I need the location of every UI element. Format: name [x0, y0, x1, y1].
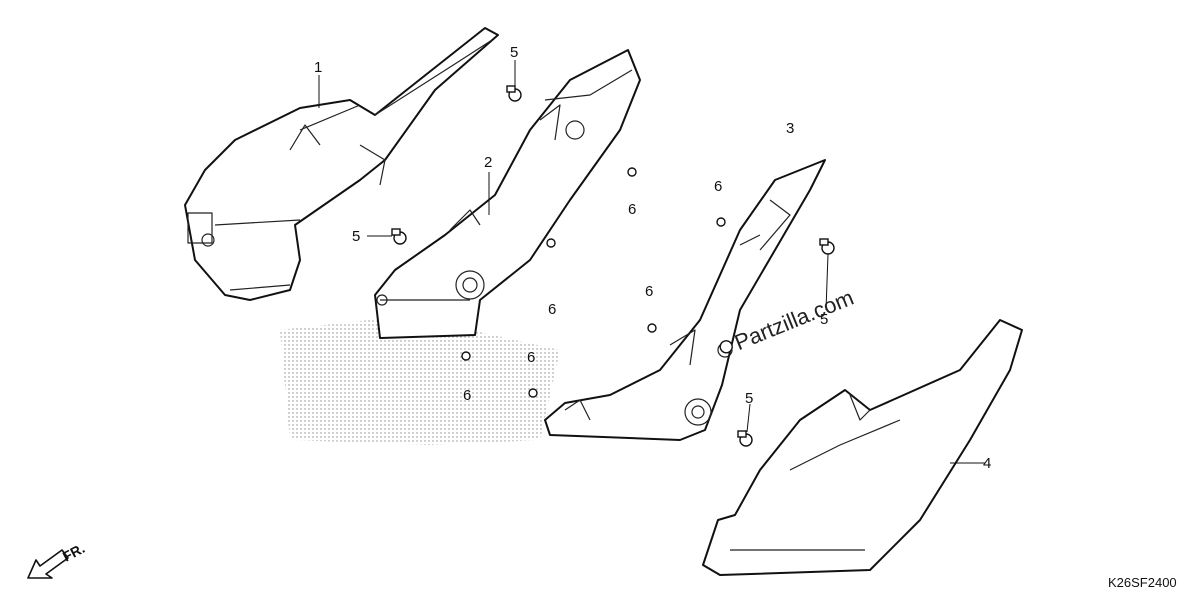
fastener-5-c — [819, 238, 835, 255]
fastener-5-d — [737, 430, 753, 447]
fastener-6-e — [461, 351, 471, 361]
part-2-inner-cover[interactable] — [374, 49, 641, 339]
part-1-side-cover[interactable] — [184, 27, 499, 301]
part-4-outer-cover[interactable] — [702, 319, 1023, 576]
callout-1: 1 — [314, 59, 322, 76]
callout-6c: 6 — [548, 301, 556, 318]
front-direction-indicator: FR. — [27, 540, 87, 579]
callout-5c: 5 — [820, 311, 828, 328]
callout-5b: 5 — [352, 228, 360, 245]
callout-6b: 6 — [714, 178, 722, 195]
callout-4: 4 — [983, 455, 991, 472]
leader-5c — [825, 253, 829, 311]
leader-5d — [746, 403, 751, 433]
fastener-6-f — [528, 388, 538, 398]
fastener-6-d — [647, 323, 657, 333]
front-arrow-icon — [27, 549, 69, 579]
callout-5a: 5 — [510, 44, 518, 61]
halftone-shadow — [280, 320, 560, 445]
callout-2: 2 — [484, 154, 492, 171]
callout-6e: 6 — [463, 387, 471, 404]
callout-6f: 6 — [527, 349, 535, 366]
fastener-5-b — [391, 228, 407, 245]
callout-6d: 6 — [645, 283, 653, 300]
fastener-6-c — [546, 238, 556, 248]
callout-6a: 6 — [628, 201, 636, 218]
callout-3: 3 — [786, 120, 794, 137]
watermark-logo-icon — [719, 340, 733, 354]
callout-5d: 5 — [745, 390, 753, 407]
part-3-lower-panel[interactable] — [544, 159, 826, 441]
fastener-6-a — [627, 167, 637, 177]
diagram-code: K26SF2400 — [1108, 575, 1177, 590]
fastener-6-b — [716, 217, 726, 227]
fastener-5-a — [506, 85, 522, 102]
watermark-text: Partzilla.com — [731, 285, 857, 355]
